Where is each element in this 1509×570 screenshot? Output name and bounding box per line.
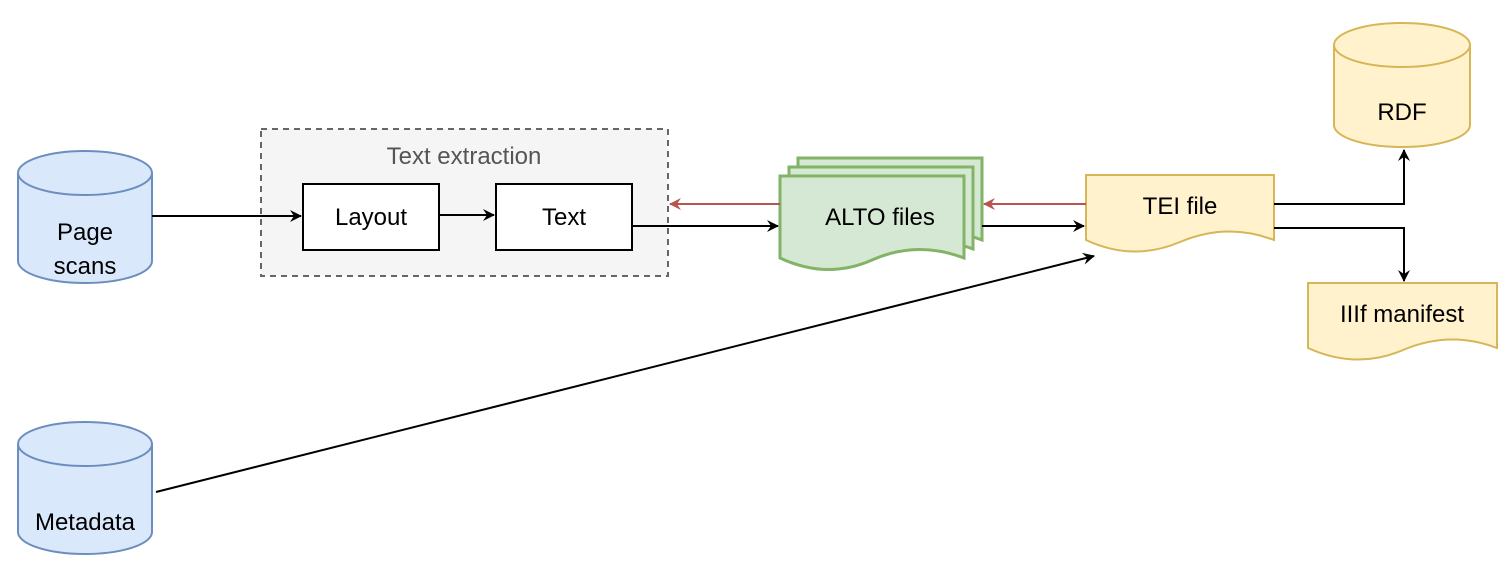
rdf-cylinder-body bbox=[1333, 45, 1471, 148]
metadata-database[interactable]: Metadata bbox=[17, 421, 153, 555]
tei-file-label: TEI file bbox=[1143, 193, 1218, 220]
text-extraction-label: Text extraction bbox=[387, 143, 542, 170]
tei-file-document[interactable]: TEI file bbox=[1085, 174, 1275, 253]
iiif-manifest-shape bbox=[1307, 282, 1498, 361]
text-box-rect bbox=[495, 183, 633, 251]
rdf-cylinder-top bbox=[1333, 22, 1471, 68]
tei-file-shape bbox=[1085, 174, 1275, 253]
alto-files-label: ALTO files bbox=[825, 204, 935, 231]
page-scans-cylinder-body bbox=[17, 173, 153, 284]
iiif-manifest-document[interactable]: IIIf manifest bbox=[1307, 282, 1498, 361]
flow-arrows bbox=[152, 149, 1410, 493]
alto-files-page-front bbox=[778, 174, 966, 271]
rdf-label: RDF bbox=[1377, 99, 1426, 126]
metadata-label: Metadata bbox=[35, 509, 136, 536]
text-box[interactable]: Text bbox=[495, 183, 633, 251]
page-scans-cylinder-top bbox=[17, 150, 153, 196]
metadata-cylinder-top bbox=[17, 421, 153, 467]
page-scans-label-line2: scans bbox=[54, 253, 117, 280]
page-scans-database[interactable]: Page scans bbox=[17, 150, 153, 284]
arrow-metadata-to-tei bbox=[155, 252, 1095, 493]
page-scans-label-line1: Page bbox=[57, 219, 113, 246]
layout-box[interactable]: Layout bbox=[302, 183, 440, 251]
alto-files-stack[interactable]: ALTO files bbox=[778, 156, 984, 271]
metadata-cylinder-body bbox=[17, 444, 153, 555]
layout-box-rect bbox=[302, 183, 440, 251]
text-label: Text bbox=[542, 204, 586, 231]
rdf-database[interactable]: RDF bbox=[1333, 22, 1471, 148]
iiif-manifest-label: IIIf manifest bbox=[1340, 301, 1464, 328]
arrow-tei-to-rdf bbox=[1274, 149, 1410, 205]
layout-label: Layout bbox=[335, 204, 407, 231]
arrow-tei-to-iiif bbox=[1274, 227, 1410, 282]
